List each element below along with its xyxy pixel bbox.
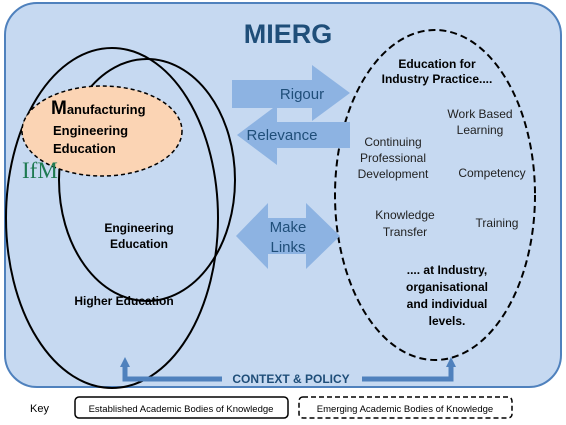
knowledge-transfer-line1: Knowledge bbox=[375, 208, 435, 222]
ifm-logo: IfM bbox=[22, 158, 58, 183]
engineering-education-label-line2: Education bbox=[110, 237, 168, 251]
make-links-label-line2: Links bbox=[270, 239, 305, 256]
context-policy-connector-right bbox=[362, 357, 456, 382]
work-based-learning-line2: Learning bbox=[457, 123, 504, 137]
relevance-arrow bbox=[237, 105, 350, 165]
make-links-label-line1: Make bbox=[270, 219, 307, 236]
manufacturing-engineering-education-ellipse bbox=[21, 85, 183, 177]
industry-practice-heading-line2: Industry Practice.... bbox=[382, 72, 493, 86]
cpd-line3: Development bbox=[358, 167, 429, 181]
engineering-education-ellipse bbox=[58, 58, 236, 302]
mierg-panel bbox=[4, 2, 562, 388]
competency-label: Competency bbox=[458, 166, 525, 180]
key-emerging-label: Emerging Academic Bodies of Knowledge bbox=[317, 404, 493, 415]
rigour-arrow bbox=[232, 65, 350, 121]
levels-line1: .... at Industry, bbox=[407, 263, 487, 277]
context-policy-connector-left bbox=[120, 357, 222, 382]
context-policy-label: CONTEXT & POLICY bbox=[232, 372, 349, 386]
diagram-title: MIERG bbox=[244, 19, 333, 49]
training-label: Training bbox=[476, 216, 519, 230]
levels-line2: organisational bbox=[406, 280, 488, 294]
industry-practice-heading-line1: Education for bbox=[398, 57, 476, 71]
levels-line4: levels. bbox=[429, 314, 466, 328]
work-based-learning-line1: Work Based bbox=[447, 107, 512, 121]
higher-education-ellipse bbox=[5, 47, 219, 389]
industry-practice-ellipse bbox=[334, 29, 536, 361]
rigour-label: Rigour bbox=[280, 86, 324, 103]
levels-line3: and individual bbox=[407, 297, 488, 311]
key-emerging-box bbox=[298, 396, 513, 419]
key-established-box bbox=[74, 396, 289, 419]
cpd-line1: Continuing bbox=[364, 135, 421, 149]
engineering-label: Engineering bbox=[53, 123, 128, 138]
higher-education-label: Higher Education bbox=[74, 294, 173, 308]
knowledge-transfer-line2: Transfer bbox=[383, 225, 427, 239]
relevance-label: Relevance bbox=[247, 127, 318, 144]
key-established-label: Established Academic Bodies of Knowledge bbox=[89, 404, 274, 415]
engineering-education-label-line1: Engineering bbox=[104, 221, 173, 235]
manufacturing-label: Manufacturing bbox=[51, 98, 146, 119]
key-label: Key bbox=[30, 403, 49, 415]
education-label: Education bbox=[53, 141, 116, 156]
cpd-line2: Professional bbox=[360, 151, 426, 165]
make-links-arrow bbox=[236, 203, 340, 269]
